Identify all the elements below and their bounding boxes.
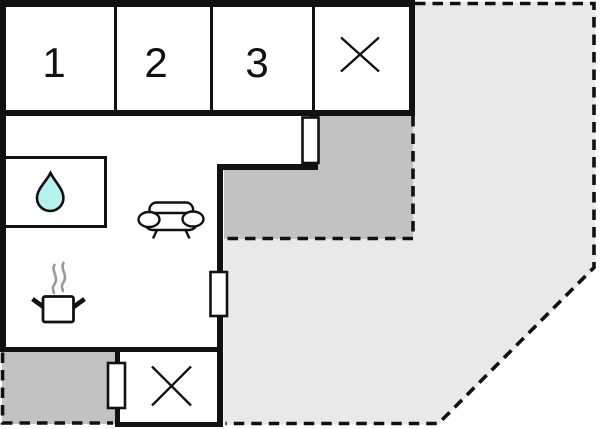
x-cross-icon [340, 36, 380, 73]
terrace-large-dashed-border [225, 1, 596, 426]
steam-line [51, 263, 58, 295]
terrace-large-area [223, 2, 596, 425]
bedroom-3-label: 3 [245, 39, 268, 86]
door-window-icon [209, 270, 229, 318]
terrace-dark-bottom-left [2, 352, 118, 424]
sofa-armrest-right [181, 210, 205, 228]
pot-handle-right [72, 297, 86, 309]
pot-body [41, 295, 75, 324]
bathroom-top-room [315, 7, 409, 110]
door-window-icon [301, 116, 320, 165]
terrace-dark-top-right-dashed-border [226, 116, 415, 241]
door-window-icon [106, 361, 127, 410]
steam-line [60, 261, 67, 293]
cooking-pot-steam-icon [31, 261, 86, 324]
terrace-dark-bottom-left-dashed-border [0, 352, 113, 425]
annex-bottom-room [120, 352, 217, 422]
sofa-icon [137, 201, 205, 240]
bedroom-1-label: 1 [42, 39, 65, 86]
sofa-armrest-left [137, 210, 161, 229]
sofa-legs [151, 229, 191, 240]
bedroom-2-room [117, 7, 210, 110]
bedroom-2-label: 2 [144, 39, 167, 86]
bedroom-3-room [213, 7, 312, 110]
x-cross-icon [151, 365, 192, 407]
water-drop-icon [35, 170, 65, 213]
bedroom-1-room [6, 7, 114, 110]
terrace-dark-top-right [224, 114, 413, 239]
